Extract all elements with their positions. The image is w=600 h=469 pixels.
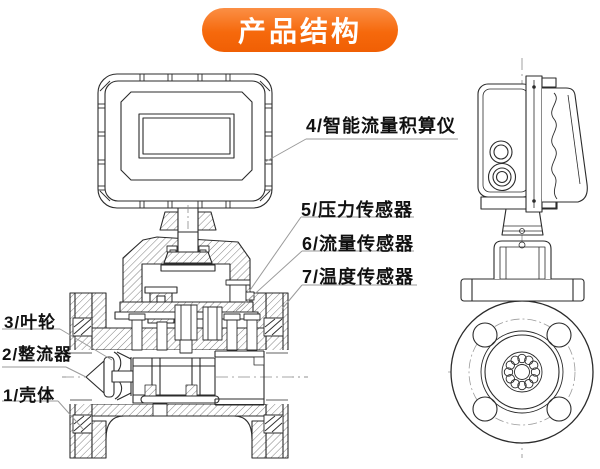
totalizer-front [97,73,273,209]
back-cover [542,87,588,203]
leader-flow-sensor [235,250,414,312]
flow-sensor-well [174,304,198,354]
part-label-totalizer: 4/智能流量积算仪 [306,116,457,136]
part-label-flow-sensor: 6/流量传感器 [302,234,415,254]
side-view [448,58,596,458]
leader-totalizer [264,138,458,163]
part-label-housing: 1/壳体 [3,386,56,405]
leader-lines [2,138,458,430]
bore-internals [85,350,265,417]
sensor-wells [128,304,261,354]
leader-pressure-sensor [247,216,414,294]
title-banner: 产品结构 [202,8,398,52]
bolt-hole [546,322,572,348]
pipe-bottom-wall [91,403,267,417]
front-section-view [62,73,308,459]
flange-bolts [72,317,284,434]
flange-face [450,300,594,444]
part-label-pressure-sensor: 5/压力传感器 [301,200,414,220]
part-label-impeller: 3/叶轮 [4,313,57,332]
leader-impeller [2,328,113,361]
leader-housing [2,400,84,430]
leader-rectifier [2,366,87,378]
cable-gland-ports [487,140,517,192]
leader-temperature-sensor [281,284,417,310]
temperature-sensor-well [202,306,223,341]
part-label-temperature-sensor: 7/温度传感器 [302,267,415,287]
title-text: 产品结构 [237,16,362,47]
bolt-hole [546,396,572,422]
bolt-hole [472,322,498,348]
impeller-end-view [501,351,543,393]
side-neck [460,196,585,302]
bolt-hole [472,396,498,422]
totalizer-side [477,75,588,213]
part-label-rectifier: 2/整流器 [2,345,73,364]
